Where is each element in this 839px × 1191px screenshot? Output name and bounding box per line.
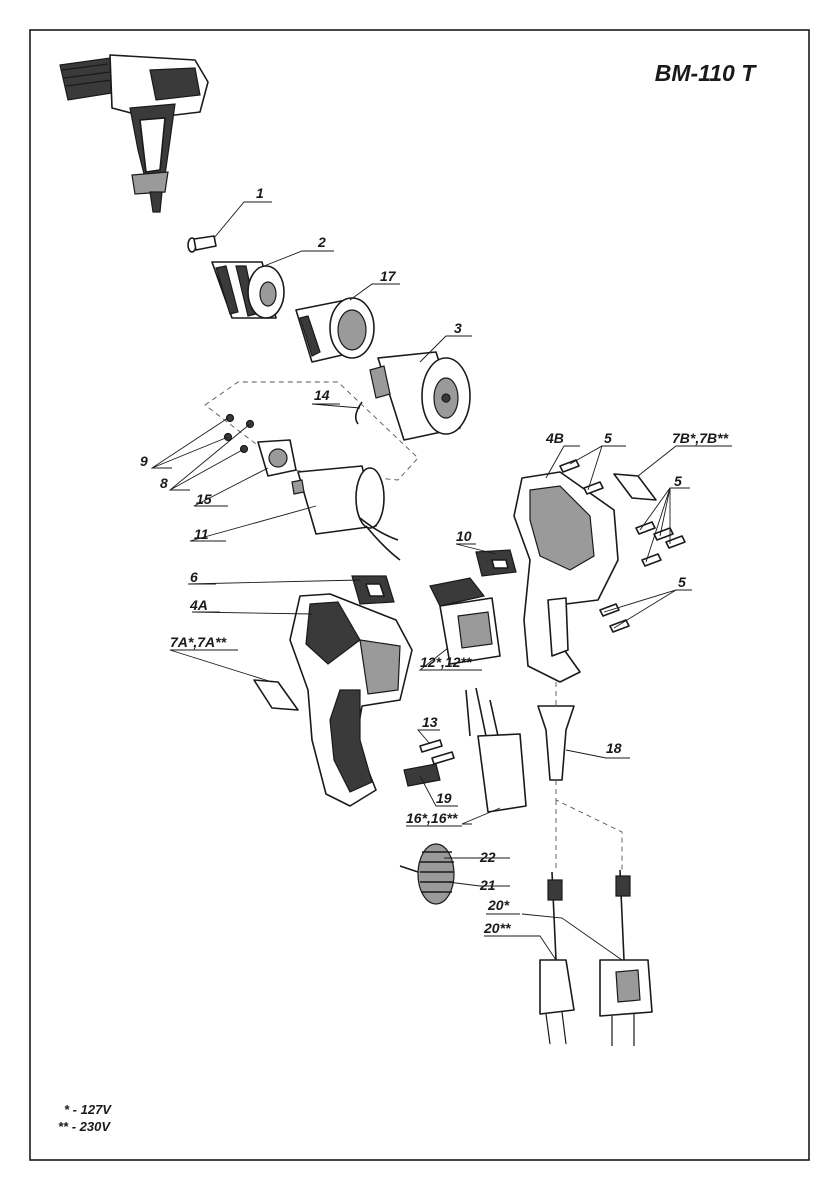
part-17-torque-collar <box>295 297 375 363</box>
label-16: 16*,16** <box>406 810 458 826</box>
part-2-keyless-chuck <box>211 261 285 319</box>
part-1-chuck-screw <box>187 235 217 253</box>
label-15: 15 <box>196 491 212 507</box>
label-12: 12*,12** <box>420 654 472 670</box>
label-18: 18 <box>606 740 622 756</box>
model-title: BM-110 T <box>655 60 757 86</box>
part-10-switch-clip <box>475 549 517 577</box>
part-13-clamp-screws <box>419 739 455 765</box>
part-9-screws <box>223 413 235 442</box>
label-11: 11 <box>194 526 209 542</box>
legend-230v: ** - 230V <box>58 1119 111 1134</box>
part-20-power-cord-us-plug <box>599 869 653 1046</box>
label-17: 17 <box>380 268 397 284</box>
label-1: 1 <box>256 185 264 201</box>
label-19: 19 <box>436 790 452 806</box>
label-5b: 5 <box>674 473 682 489</box>
label-4A: 4A <box>189 597 208 613</box>
part-4A-left-housing <box>289 593 413 807</box>
part-5-housing-screws <box>559 459 686 633</box>
label-20a: 20* <box>487 897 510 913</box>
motor-group-boundary <box>204 381 419 481</box>
part-20-power-cord-eu-plug <box>539 871 575 1045</box>
part-7B-nameplate <box>613 473 657 501</box>
label-21: 21 <box>479 877 496 893</box>
label-10: 10 <box>456 528 472 544</box>
assembled-drill-illustration <box>59 54 209 213</box>
part-11-motor <box>291 465 401 561</box>
part-3-gearbox <box>369 351 471 441</box>
label-2: 2 <box>317 234 326 250</box>
part-7A-nameplate <box>253 679 299 711</box>
part-15-motor-plate <box>257 439 297 477</box>
callout-leaders <box>150 201 732 961</box>
part-21-22-choke-coil <box>399 843 455 905</box>
label-5c: 5 <box>678 574 686 590</box>
label-9: 9 <box>140 453 148 469</box>
label-20b: 20** <box>483 920 511 936</box>
label-7A: 7A*,7A** <box>170 634 227 650</box>
legend-127v: * - 127V <box>64 1102 112 1117</box>
part-6-switch-cover <box>351 575 395 605</box>
label-22: 22 <box>479 849 496 865</box>
label-13: 13 <box>422 714 438 730</box>
part-4B-right-housing <box>513 471 619 683</box>
label-7B: 7B*,7B** <box>672 430 729 446</box>
label-8: 8 <box>160 475 168 491</box>
part-14-spring <box>354 401 363 425</box>
label-3: 3 <box>454 320 462 336</box>
label-14: 14 <box>314 387 330 403</box>
label-4B: 4B <box>545 430 564 446</box>
label-5a: 5 <box>604 430 612 446</box>
part-18-cord-sleeve <box>537 705 575 781</box>
part-19-cord-clamp <box>403 763 441 787</box>
callout-labels: 1 2 17 3 14 9 8 15 11 4B 5 7B*,7B** 5 10… <box>140 185 729 936</box>
sheet-border <box>29 29 810 1161</box>
label-6: 6 <box>190 569 198 585</box>
part-16-filter-board <box>465 687 527 813</box>
part-12-trigger-switch <box>429 577 501 665</box>
part-8-washers <box>239 419 255 454</box>
